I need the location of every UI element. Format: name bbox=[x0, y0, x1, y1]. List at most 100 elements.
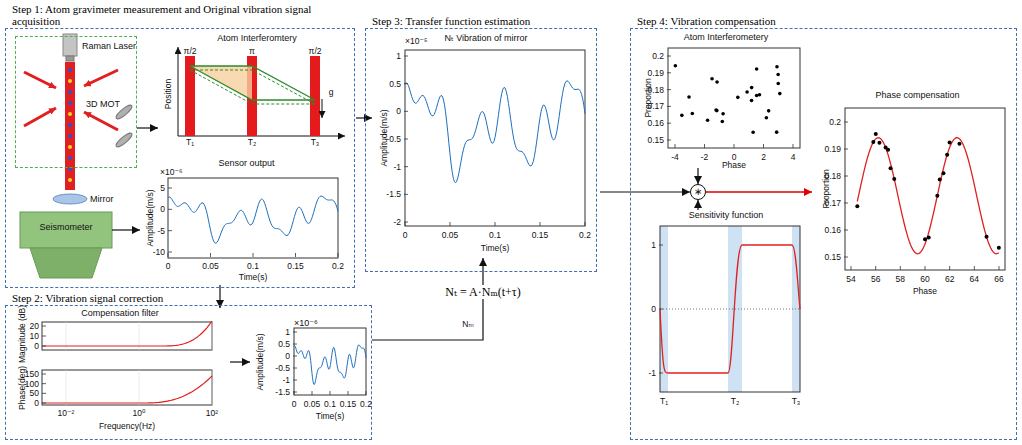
tick-mark bbox=[405, 222, 406, 226]
tick-mark bbox=[495, 222, 496, 226]
atom-dot bbox=[68, 123, 72, 127]
tick-mark bbox=[168, 188, 172, 189]
tick-mark bbox=[168, 253, 169, 257]
seismometer-base bbox=[30, 248, 102, 278]
data-point bbox=[892, 177, 896, 181]
data-point bbox=[714, 108, 718, 112]
data-point bbox=[945, 153, 949, 157]
flow-arrow bbox=[372, 258, 483, 340]
data-point bbox=[710, 77, 714, 81]
data-point bbox=[948, 141, 952, 145]
tick-mark bbox=[293, 368, 297, 369]
axis-label: 0 bbox=[651, 304, 656, 314]
data-point bbox=[935, 194, 939, 198]
axis-label: Proportion bbox=[643, 78, 653, 117]
tick-mark bbox=[404, 194, 408, 195]
axis-label: 0.15 bbox=[340, 399, 357, 409]
plot-frame bbox=[42, 370, 212, 405]
data-point bbox=[776, 73, 780, 77]
axis-label: 0.18 bbox=[824, 171, 841, 181]
data-point bbox=[750, 99, 754, 103]
axis-label: ×10⁻⁵ bbox=[405, 36, 427, 46]
axis-label: Position bbox=[163, 79, 173, 109]
tick-mark bbox=[844, 203, 848, 204]
axis-label: -2 bbox=[701, 152, 709, 162]
tick-mark bbox=[338, 253, 339, 257]
grid-line bbox=[139, 370, 140, 405]
data-point bbox=[927, 235, 931, 239]
tick-mark bbox=[667, 106, 671, 107]
tick-mark bbox=[659, 373, 663, 374]
atom-path bbox=[190, 66, 315, 100]
tick-mark bbox=[42, 403, 46, 404]
tick-mark bbox=[667, 72, 671, 73]
filter-curve bbox=[42, 376, 212, 403]
axis-label: 64 bbox=[970, 274, 979, 284]
raman-laser bbox=[66, 56, 74, 61]
data-point bbox=[721, 112, 725, 116]
axis-label: 0.2 bbox=[360, 399, 372, 409]
axis-label: -5 bbox=[157, 226, 165, 236]
axis-label: 0 bbox=[160, 204, 165, 214]
axis-label: Amplitude(m/s) bbox=[145, 189, 155, 246]
edge-label: Nₜ = A·Nₘ(t+τ) bbox=[443, 285, 522, 299]
tick-mark bbox=[253, 253, 254, 257]
axis-label: 0.2 bbox=[829, 117, 841, 127]
tick-mark bbox=[293, 332, 297, 333]
plot-frame bbox=[668, 48, 800, 148]
node-text: ×10⁻⁶ bbox=[294, 318, 318, 329]
tick-mark bbox=[450, 222, 451, 226]
axis-label: 62 bbox=[945, 274, 954, 284]
data-point bbox=[691, 112, 695, 116]
tick-mark bbox=[295, 253, 296, 257]
tick-mark bbox=[925, 266, 926, 270]
axis-label: 10⁰ bbox=[133, 408, 146, 418]
axis-label: 0.17 bbox=[824, 198, 841, 208]
axis-label: 0 bbox=[166, 261, 171, 271]
tick-mark bbox=[667, 56, 671, 57]
atom-dot bbox=[68, 145, 72, 149]
tick-mark bbox=[42, 326, 46, 327]
atom-dot bbox=[68, 156, 72, 160]
apparatus-box: Raman Laser3D MOT bbox=[15, 36, 137, 168]
axis-label: Time(s) bbox=[239, 272, 267, 282]
tick-mark bbox=[667, 89, 671, 90]
tick-mark bbox=[404, 83, 408, 84]
axis-label: -1 bbox=[648, 368, 656, 378]
tick-mark bbox=[585, 222, 586, 226]
data-point bbox=[855, 204, 859, 208]
plot-frame bbox=[168, 178, 338, 258]
axis-label: 1 bbox=[396, 51, 401, 61]
tick-mark bbox=[734, 144, 735, 148]
axis-label: π bbox=[249, 46, 255, 56]
tick-mark bbox=[404, 166, 408, 167]
atom-dot bbox=[68, 101, 72, 105]
atom-path bbox=[190, 70, 315, 104]
data-point bbox=[941, 171, 945, 175]
axis-label: 0.5 bbox=[278, 339, 290, 349]
axis-label: 4 bbox=[791, 152, 796, 162]
node-text: Mirror bbox=[90, 194, 114, 205]
axis-label: ×10⁻⁶ bbox=[160, 167, 182, 177]
tick-mark bbox=[851, 266, 852, 270]
data-point bbox=[985, 235, 989, 239]
axis-label: 58 bbox=[896, 274, 905, 284]
tick-mark bbox=[404, 111, 408, 112]
grid-line bbox=[212, 322, 213, 350]
axis-label: 66 bbox=[994, 274, 1003, 284]
tick-mark bbox=[330, 391, 331, 395]
data-point bbox=[758, 93, 762, 97]
axis-label: 0.15 bbox=[287, 261, 304, 271]
axis-label: 0 bbox=[34, 341, 39, 351]
axis-label: 54 bbox=[846, 274, 855, 284]
mot-beam bbox=[84, 112, 118, 130]
plot-panel: Nₜ Vibration of mirror bbox=[372, 33, 600, 258]
axis-label: Phase bbox=[722, 160, 746, 170]
grid-line bbox=[66, 370, 67, 405]
tick-mark bbox=[348, 391, 349, 395]
data-point bbox=[736, 96, 740, 100]
data-point bbox=[680, 114, 684, 118]
tick-mark bbox=[42, 383, 46, 384]
axis-label: 0.19 bbox=[824, 144, 841, 154]
